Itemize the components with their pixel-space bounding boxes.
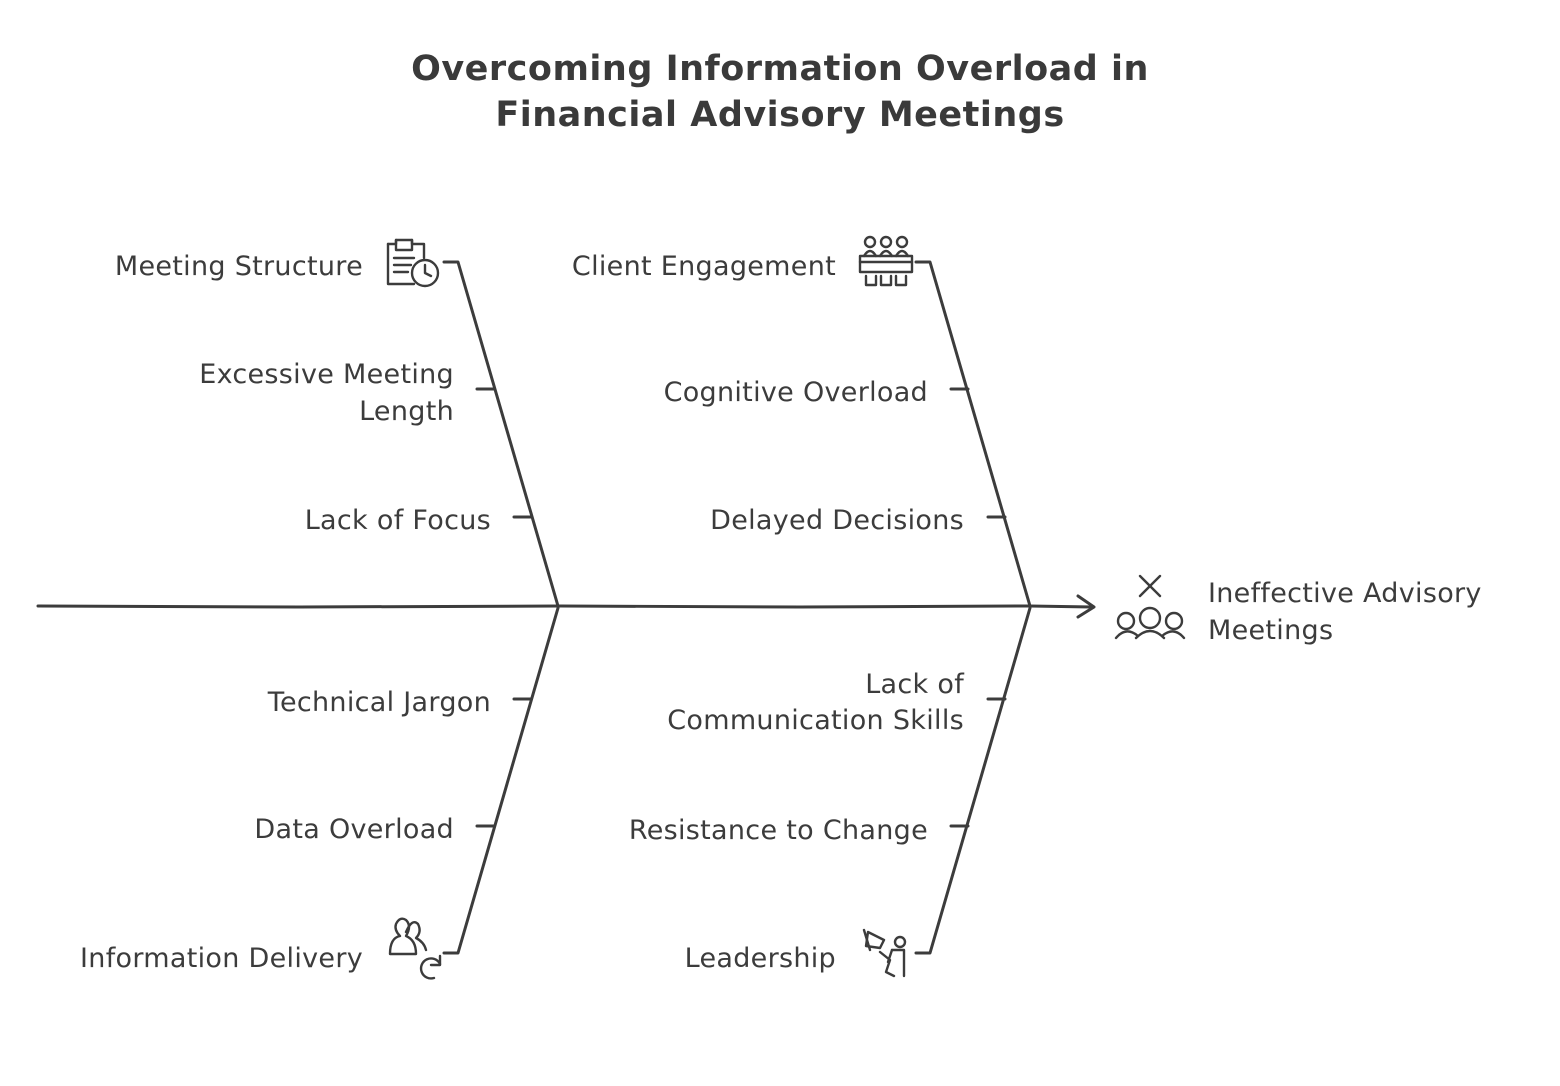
title-line-2: Financial Advisory Meetings: [495, 95, 1065, 135]
bone-information-delivery: [442, 606, 560, 955]
cause-label-cognitive-overload: Cognitive Overload: [664, 377, 928, 408]
cause-label-data-overload: Data Overload: [254, 814, 454, 845]
cause-label-delayed-decisions: Delayed Decisions: [710, 505, 964, 536]
category-label-client-engagement: Client Engagement: [572, 251, 836, 282]
category-label-meeting-structure: Meeting Structure: [115, 251, 363, 282]
cause-label-lack-of-communication-1: Lack of: [865, 669, 965, 700]
effect-label-line-2: Meetings: [1208, 615, 1333, 646]
cause-label-excessive-length-1: Excessive Meeting: [199, 359, 454, 390]
spine-line: [36, 604, 1094, 609]
category-label-leadership: Leadership: [685, 943, 836, 974]
cause-label-excessive-length-2: Length: [359, 396, 454, 427]
bone-leadership: [914, 606, 1032, 955]
category-label-information-delivery: Information Delivery: [80, 943, 363, 974]
cause-label-lack-of-focus: Lack of Focus: [305, 505, 491, 536]
people-x-icon: [1114, 574, 1186, 640]
cause-label-technical-jargon: Technical Jargon: [267, 687, 491, 718]
audience-icon: [858, 235, 914, 287]
cause-label-resistance-to-change: Resistance to Change: [629, 815, 928, 846]
bone-meeting-structure: [442, 260, 560, 608]
cause-label-lack-of-communication-2: Communication Skills: [667, 705, 964, 736]
clipboard-clock-icon: [386, 238, 440, 288]
bone-client-engagement: [914, 260, 1032, 608]
spine-arrowhead: [1076, 594, 1096, 619]
title-line-1: Overcoming Information Overload in: [411, 49, 1149, 89]
people-refresh-icon: [388, 917, 442, 980]
megaphone-person-icon: [862, 928, 907, 978]
effect-label-line-1: Ineffective Advisory: [1208, 578, 1482, 609]
diagram-title: Overcoming Information Overload in Finan…: [0, 46, 1560, 138]
